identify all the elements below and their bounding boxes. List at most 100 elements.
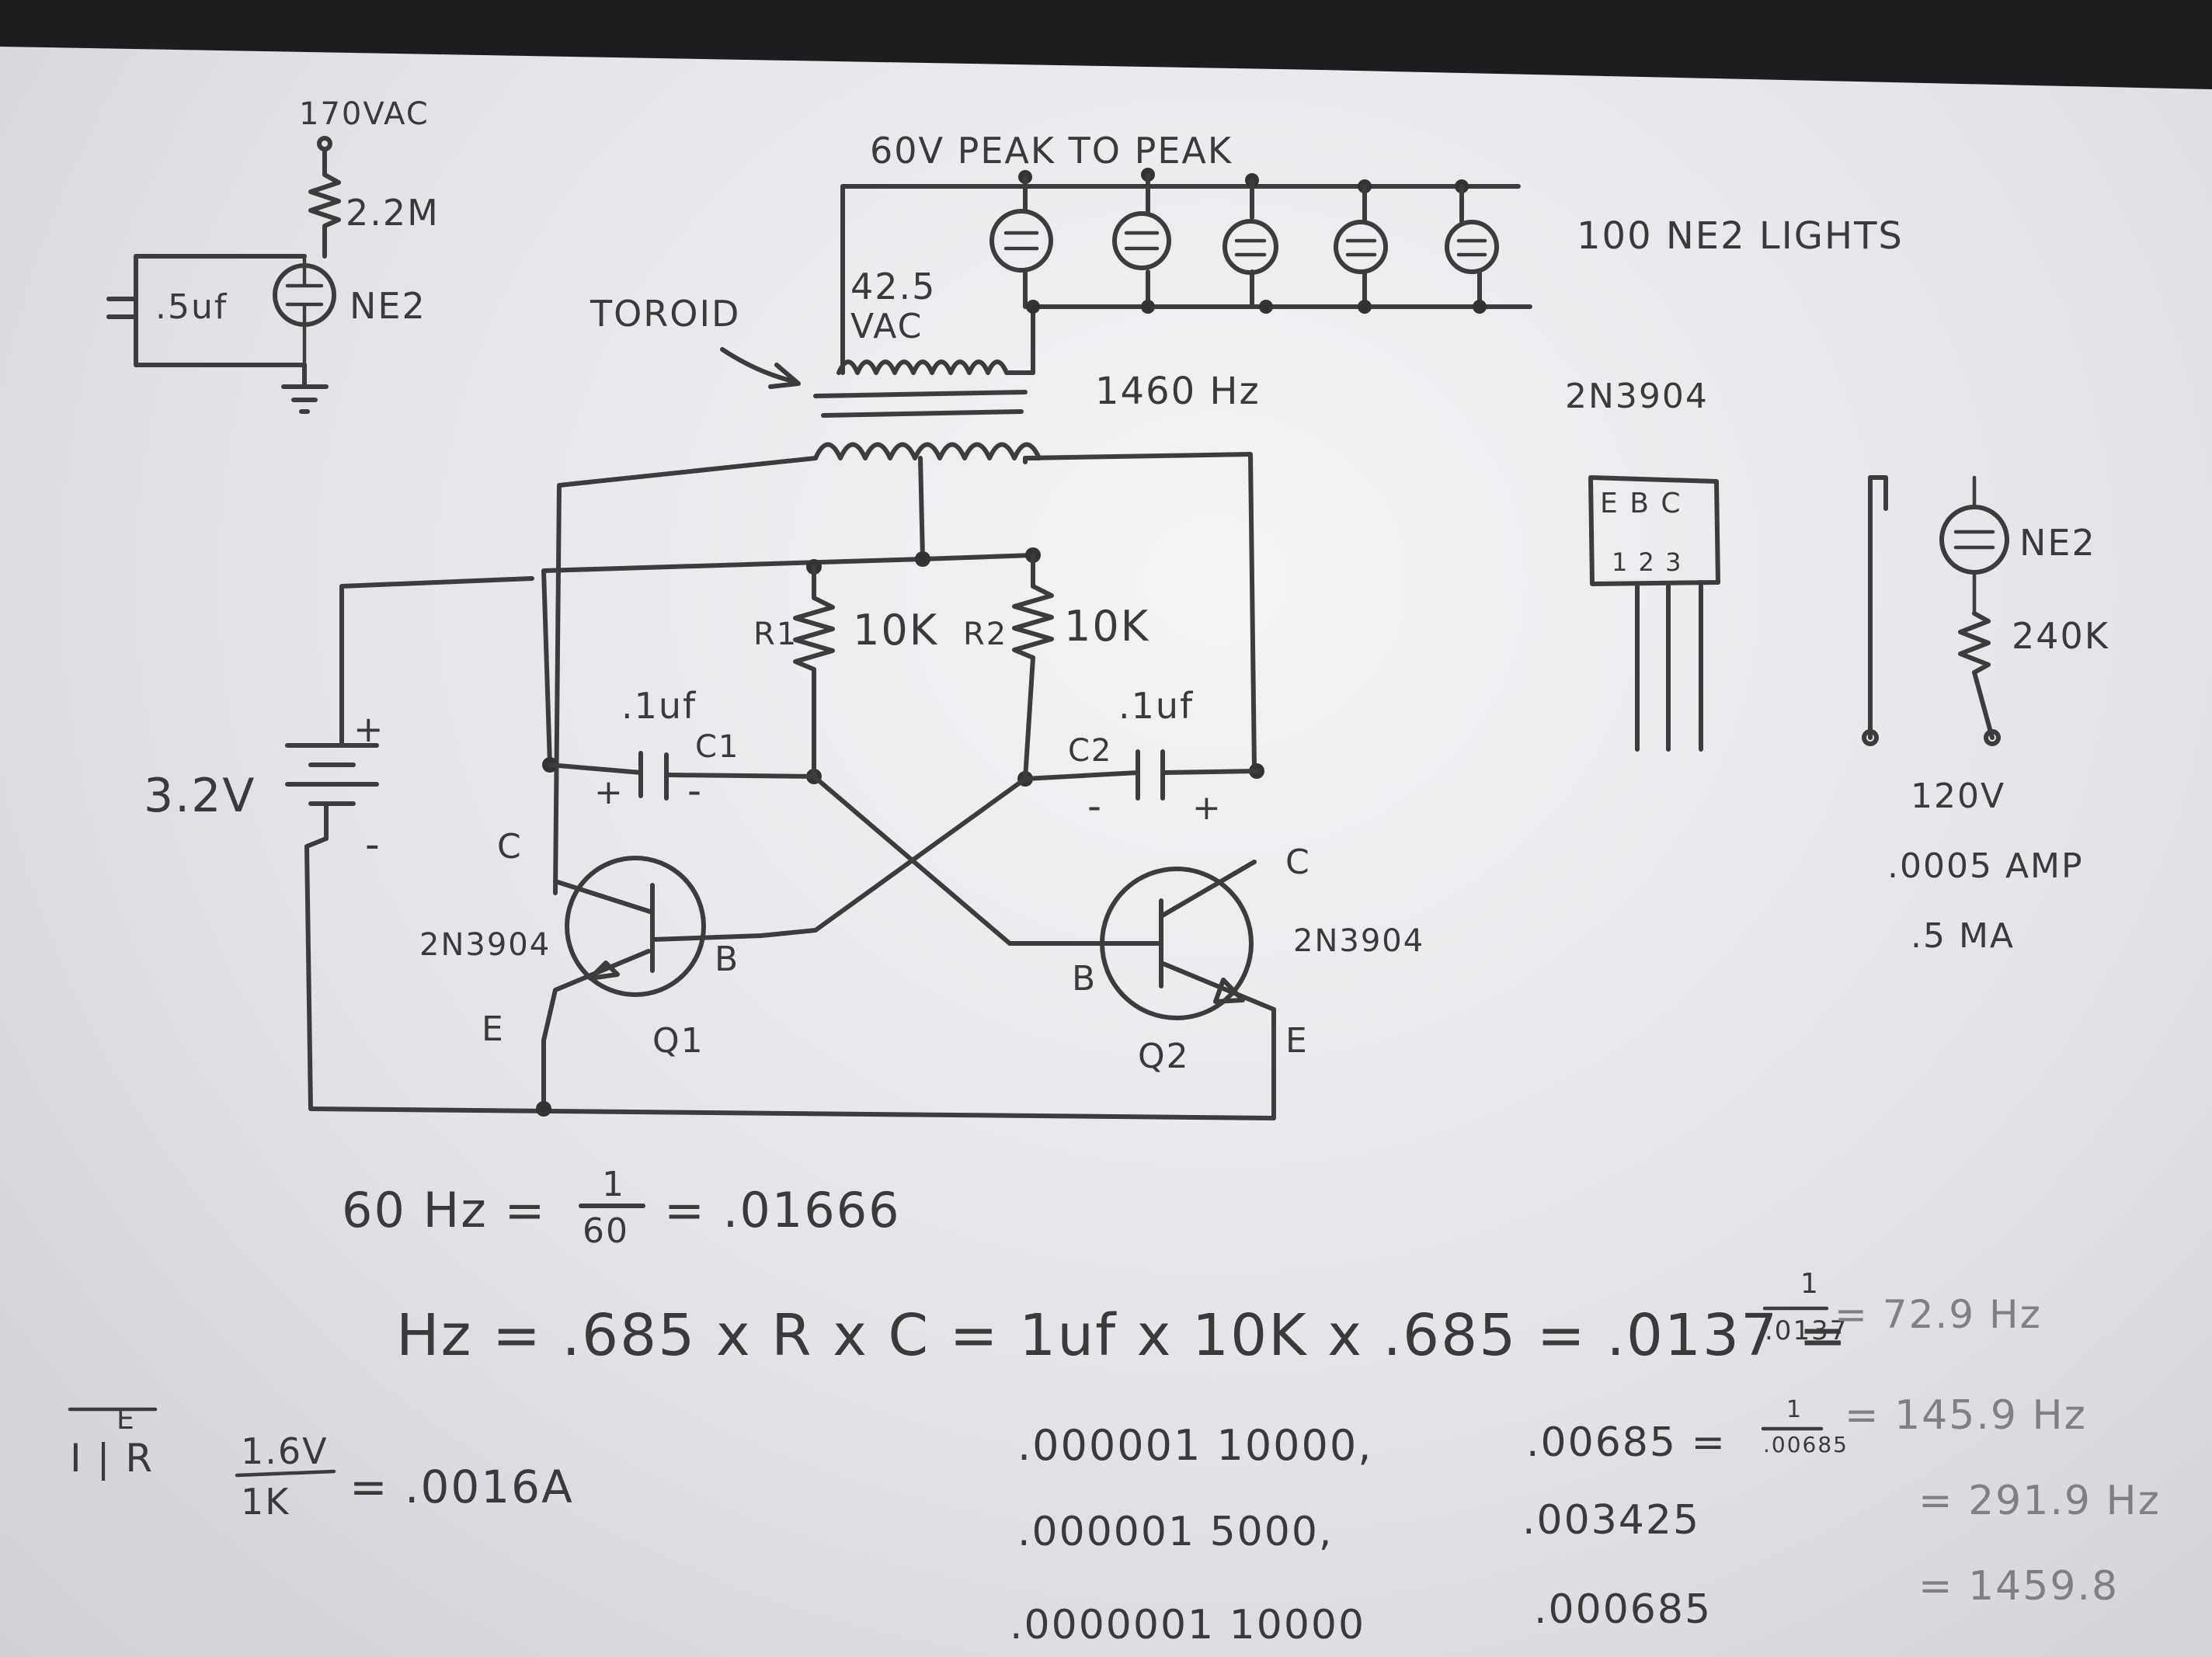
c1-wires xyxy=(548,762,816,779)
output-bus-rails xyxy=(840,184,1532,309)
test-resistor-label: 240K xyxy=(2012,615,2109,657)
ohm-calc-result: = .0016A xyxy=(350,1461,574,1513)
calc-product-1: .00685 = xyxy=(1526,1419,1727,1466)
calc-result-2: = 291.9 Hz xyxy=(1918,1478,2161,1524)
center-tap-right xyxy=(920,553,1035,561)
pinout-pin-numbers: 1 2 3 xyxy=(1612,547,1682,577)
primary-winding xyxy=(813,442,1042,464)
calc-c-value-3: .0000001 10000 xyxy=(1010,1602,1365,1648)
neon-lamp-5 xyxy=(1445,179,1499,309)
transistor-q2 xyxy=(1077,860,1276,1020)
test-current-amp-label: .0005 AMP xyxy=(1887,846,2084,886)
battery-plus-label: + xyxy=(353,708,385,750)
neon-lamp-1 xyxy=(989,170,1053,309)
q2-emitter-label: E xyxy=(1285,1021,1309,1061)
capacitor-c2 xyxy=(1136,749,1165,801)
r2-value: 10K xyxy=(1064,602,1149,651)
calc-product-2: .003425 xyxy=(1522,1497,1700,1544)
q1-base-label: B xyxy=(715,940,739,979)
battery-return-wire xyxy=(304,576,1276,1120)
calc-fraction-2-numerator: 1 xyxy=(1786,1396,1803,1423)
calc-result-3: = 1459.8 xyxy=(1918,1563,2119,1610)
secondary-voltage-unit: VAC xyxy=(850,307,923,346)
neon-test-circuit: NE2 240K 120V .0005 AMP .5 MA xyxy=(1862,475,2109,956)
resistor-r1 xyxy=(793,564,835,779)
secondary-winding xyxy=(836,360,1035,375)
capacitor-plates xyxy=(106,297,138,319)
q2-name-label: Q2 xyxy=(1138,1037,1190,1076)
capacitor-c1 xyxy=(638,751,669,801)
top-left-neon-circuit: 170VAC 2.2M .5uf NE2 xyxy=(106,96,440,414)
lamp-count-label: 100 NE2 LIGHTS xyxy=(1577,214,1904,258)
secondary-voltage-value: 42.5 xyxy=(850,266,936,307)
c1-minus: - xyxy=(687,768,703,813)
pinout-leads xyxy=(1635,580,1703,752)
calc-c-value-1: .000001 10000, xyxy=(1017,1421,1372,1470)
c1-value: .1uf xyxy=(621,685,697,727)
calc-product-3: .000685 xyxy=(1534,1586,1712,1633)
frequency-label: 1460 Hz xyxy=(1095,370,1261,413)
resistor-value-label: 2.2M xyxy=(346,192,440,234)
neon-lamp-4 xyxy=(1334,179,1388,309)
pinout-part-label: 2N3904 xyxy=(1565,377,1709,416)
test-terminal-right xyxy=(1984,729,2001,746)
ne2-electrodes xyxy=(285,254,324,367)
q1-emitter-label: E xyxy=(482,1009,505,1049)
test-current-ma-label: .5 MA xyxy=(1911,916,2015,956)
neon-lamp-3 xyxy=(1223,173,1278,309)
calc-result-1: = 145.9 Hz xyxy=(1845,1392,2087,1439)
test-lamp-label: NE2 xyxy=(2019,522,2096,564)
calc-main-formula: Hz = .685 x R x C = 1uf x 10K x .685 = .… xyxy=(396,1302,1849,1369)
c2-plus: + xyxy=(1192,788,1223,828)
ohm-triangle-top: E xyxy=(117,1404,136,1436)
q2-collector-wire xyxy=(1023,452,1257,771)
r1-label: R1 xyxy=(753,617,798,652)
q2-part-label: 2N3904 xyxy=(1293,923,1424,959)
capacitor-loop-wire xyxy=(134,254,307,367)
transformer-core xyxy=(813,390,1028,418)
test-top-wire xyxy=(1868,475,1888,511)
battery-3-2v xyxy=(285,743,379,841)
transistor-pinout: 2N3904 E B C 1 2 3 xyxy=(1565,377,1720,752)
q2-base-label: B xyxy=(1072,959,1097,999)
calc-main-result: = 72.9 Hz xyxy=(1835,1292,2042,1337)
bus-junctions xyxy=(1026,300,1487,314)
test-voltage-label: 120V xyxy=(1911,776,2005,816)
battery-minus-label: - xyxy=(365,822,381,868)
secondary-leads xyxy=(840,184,1035,375)
battery-voltage-label: 3.2V xyxy=(144,769,256,823)
r1-to-q2-base xyxy=(812,774,1082,946)
output-lamp-bus: 60V PEAK TO PEAK 100 NE2 LIGHTS xyxy=(840,130,1904,375)
test-terminal-left xyxy=(1862,729,1879,746)
ohm-calc-bar xyxy=(235,1469,336,1478)
c1-plus: + xyxy=(594,773,624,812)
calc-60hz-result: = .01666 xyxy=(664,1182,901,1238)
calc-c-value-2: .000001 5000, xyxy=(1017,1509,1333,1555)
calc-60hz-denominator: 60 xyxy=(583,1211,629,1251)
q1-collector-wire xyxy=(553,456,818,895)
c2-minus: - xyxy=(1087,783,1103,828)
r2-label: R2 xyxy=(963,617,1007,652)
test-resistor-and-leads xyxy=(1868,475,1995,740)
toroid-transformer: TOROID 42.5 VAC 1460 Hz xyxy=(590,266,1261,464)
q1-collector-label: C xyxy=(497,827,523,867)
pinout-body xyxy=(1588,475,1720,586)
c1-label: C1 xyxy=(695,729,739,765)
q1-part-label: 2N3904 xyxy=(419,927,551,963)
oscillator-circuit: 3.2V + - R1 10K R2 10K .1uf C1 + - .1uf … xyxy=(144,452,1424,1120)
test-lamp-electrodes xyxy=(1953,475,1995,616)
capacitor-value-label: .5uf xyxy=(155,287,228,327)
q1-name-label: Q1 xyxy=(652,1021,704,1061)
pinout-pin-letters: E B C xyxy=(1600,488,1682,519)
center-tap-bus xyxy=(541,456,925,767)
test-ne2-lamp xyxy=(1939,505,2009,575)
output-voltage-label: 60V PEAK TO PEAK xyxy=(870,130,1233,172)
c2-label: C2 xyxy=(1068,733,1112,769)
calculations: 60 Hz = 1 60 = .01666 Hz = .685 x R x C … xyxy=(68,1165,2161,1648)
calc-fraction-2-denominator: .00685 xyxy=(1763,1432,1849,1457)
q2-collector-label: C xyxy=(1285,842,1311,882)
lamp-type-label: NE2 xyxy=(350,285,426,327)
c2-value: .1uf xyxy=(1118,685,1194,727)
